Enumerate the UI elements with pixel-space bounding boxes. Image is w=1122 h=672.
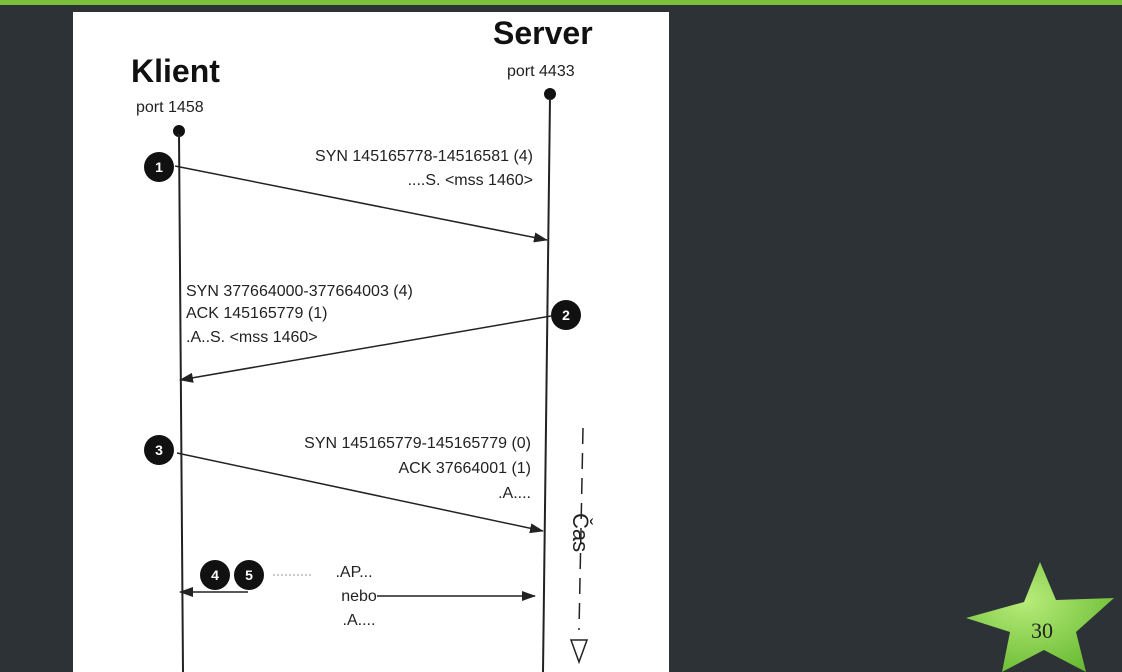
client-port: port 1458 bbox=[136, 99, 204, 116]
step-3-line-3: .A.... bbox=[498, 485, 531, 502]
diagram-canvas: Klient port 1458 Server port 4433 1 SYN … bbox=[73, 12, 669, 672]
page-number: 30 bbox=[1016, 618, 1068, 644]
step-5-line-1: .AP... bbox=[335, 564, 372, 581]
time-label: Čas bbox=[568, 513, 593, 552]
step-1-line-2: ....S. <mss 1460> bbox=[408, 172, 533, 189]
server-port: port 4433 bbox=[507, 63, 575, 80]
server-timeline bbox=[543, 98, 550, 672]
star-shape bbox=[966, 562, 1114, 672]
step-number-4: 4 bbox=[211, 567, 219, 583]
step-3-line-2: ACK 37664001 (1) bbox=[398, 460, 531, 477]
tcp-handshake-diagram: Klient port 1458 Server port 4433 1 SYN … bbox=[73, 12, 669, 672]
server-title: Server bbox=[493, 15, 593, 51]
top-accent-bar bbox=[0, 0, 1122, 5]
page-number-star bbox=[962, 560, 1122, 672]
step-2-line-2: ACK 145165779 (1) bbox=[186, 305, 327, 322]
time-axis-arrowhead bbox=[571, 640, 587, 662]
step-number-5: 5 bbox=[245, 567, 253, 583]
step-5-line-2: nebo bbox=[341, 588, 377, 605]
step-2-line-3: .A..S. <mss 1460> bbox=[186, 329, 318, 346]
step-5-line-3: .A.... bbox=[343, 612, 376, 629]
step-1-line-1: SYN 145165778-14516581 (4) bbox=[315, 148, 533, 165]
step-number-1: 1 bbox=[155, 159, 163, 175]
step-2-line-1: SYN 377664000-377664003 (4) bbox=[186, 283, 413, 300]
step-number-2: 2 bbox=[562, 307, 570, 323]
client-title: Klient bbox=[131, 53, 220, 89]
step-number-3: 3 bbox=[155, 442, 163, 458]
step-3-line-1: SYN 145165779-145165779 (0) bbox=[304, 435, 531, 452]
arrow-step-2 bbox=[180, 316, 551, 380]
